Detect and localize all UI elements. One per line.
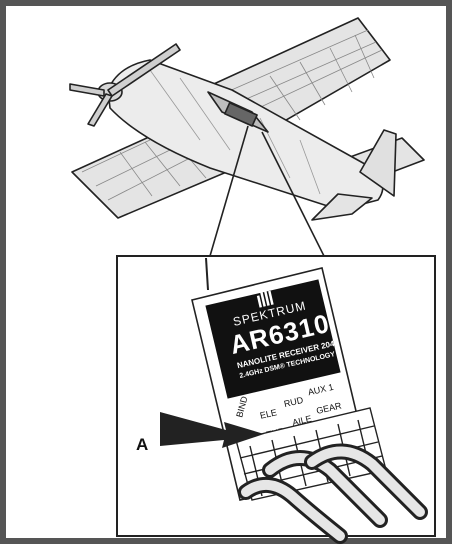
callout-label: A <box>136 435 148 454</box>
